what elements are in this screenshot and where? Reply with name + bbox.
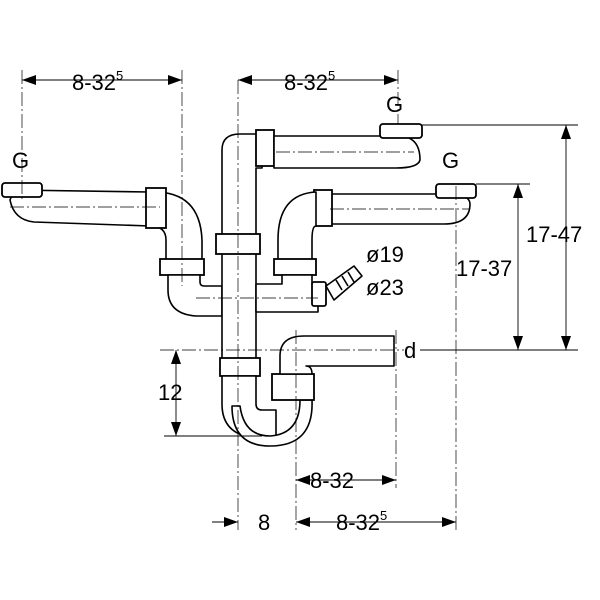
- label-inlet-top-middle: G: [386, 92, 403, 117]
- dim-arrow-17-37-b: [513, 336, 523, 350]
- dim-arrow-8-32-a: [296, 475, 310, 485]
- label-inlet-height-long: 17-47: [526, 222, 582, 247]
- dim-arrow-8-32-5-a: [296, 517, 310, 527]
- label-inlet-height-short: 17-37: [456, 256, 512, 281]
- side-nozzle-spout: [325, 265, 363, 301]
- label-outlet-offset: 8-32: [310, 468, 354, 493]
- dimension-lines: [22, 75, 578, 527]
- dim-arrow-top-left-b: [168, 75, 182, 85]
- dim-arrow-top-left-a: [22, 75, 36, 85]
- label-outlet-d: d: [404, 338, 416, 363]
- label-inlet-left: G: [12, 148, 29, 173]
- center-top-nut: [255, 129, 275, 167]
- trap-right-nut: [271, 373, 315, 401]
- dim-arrow-8-32-b: [382, 475, 396, 485]
- dim-arrow-17-47-a: [561, 125, 571, 139]
- left-down-leg: [167, 274, 223, 317]
- dim-arrow-8-b: [224, 517, 238, 527]
- center-stack-nut-lower: [219, 357, 261, 377]
- left-elbow-nut: [145, 187, 167, 229]
- label-bottom-left-offset: 8: [258, 510, 270, 535]
- label-top-middle-span: 8-325: [284, 68, 335, 95]
- dimension-labels: 8-325 8-325 G G G ø19 ø23 17-47 17-37 d …: [12, 68, 582, 535]
- center-lines: [10, 70, 470, 530]
- dim-arrow-8-32-5-b: [442, 517, 456, 527]
- trap-right-leg: [279, 335, 395, 375]
- label-trap-height: 12: [158, 380, 182, 405]
- dim-arrow-12-b: [171, 422, 181, 436]
- dim-arrow-17-37-a: [513, 184, 523, 198]
- dim-arrow-top-middle-a: [238, 75, 252, 85]
- right-vertical-nut: [273, 258, 317, 276]
- label-bottom-right-span: 8-325: [336, 508, 387, 535]
- dim-arrow-17-47-b: [561, 336, 571, 350]
- dim-arrow-12-a: [171, 350, 181, 364]
- pipe-assembly: [1, 123, 477, 447]
- label-inlet-right: G: [442, 148, 459, 173]
- label-nozzle-diameter-small: ø19: [366, 242, 404, 267]
- right-elbow: [277, 191, 317, 263]
- label-top-left-span: 8-325: [72, 68, 123, 95]
- left-inlet-arm: [9, 189, 151, 227]
- tee-horizontal: [255, 274, 319, 313]
- side-nozzle-ribs: [335, 271, 355, 291]
- top-middle-inlet-flange: [379, 123, 423, 139]
- side-nozzle-body: [311, 281, 327, 307]
- dim-arrow-top-middle-b: [384, 75, 398, 85]
- label-nozzle-diameter-large: ø23: [366, 275, 404, 300]
